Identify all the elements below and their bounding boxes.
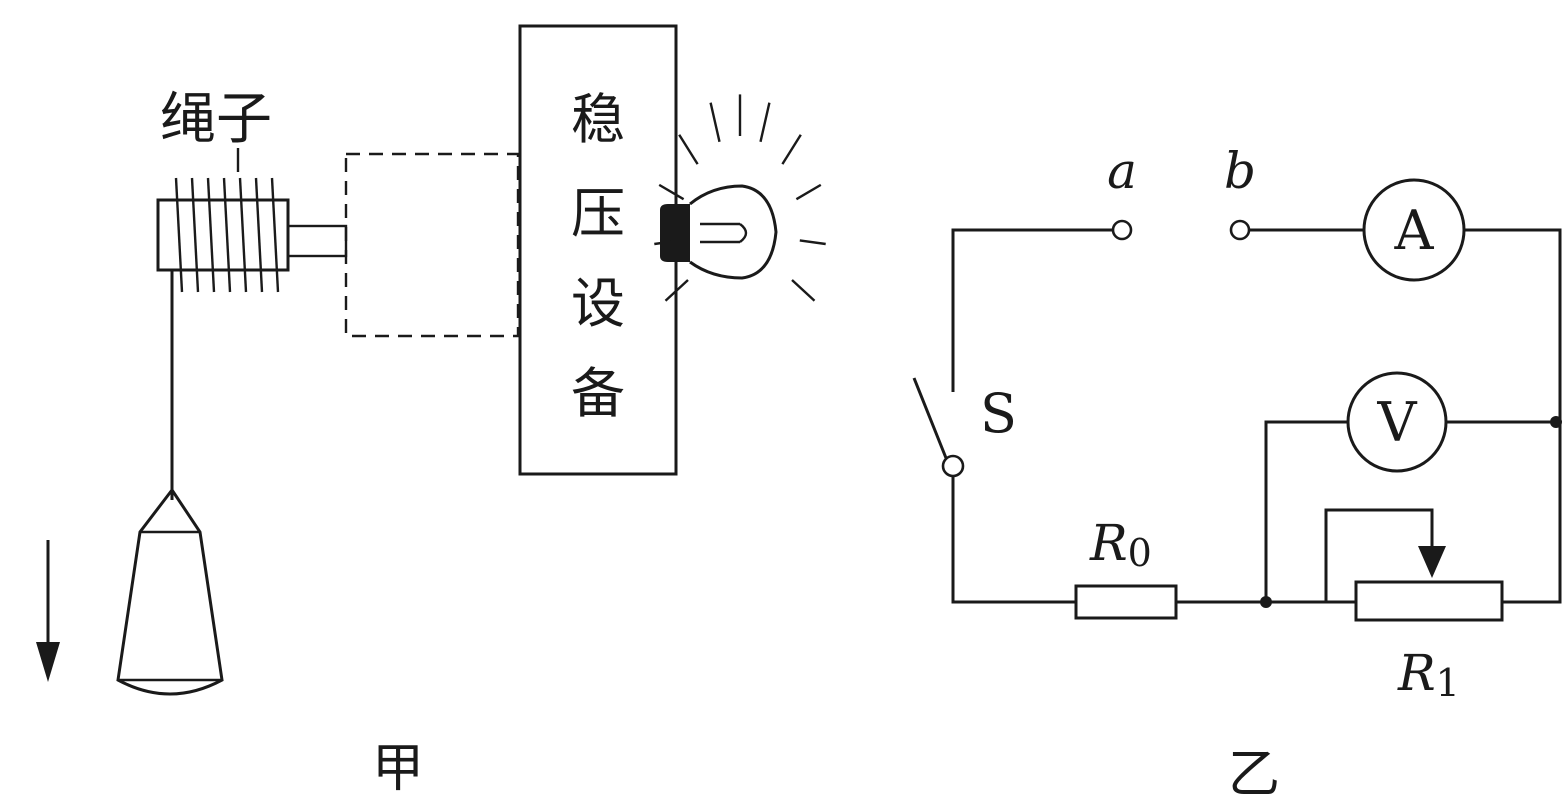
light-ray: [795, 183, 822, 201]
voltmeter-icon: V: [1346, 371, 1448, 473]
ammeter-icon: A: [1362, 178, 1466, 282]
light-ray: [799, 239, 826, 246]
junction-dot: [1260, 596, 1272, 608]
rope-winding: [222, 177, 232, 293]
slider-arrow-icon: [1418, 546, 1446, 578]
light-ray: [791, 279, 816, 302]
rheostat-r1: R1: [1354, 546, 1504, 705]
terminal-b-label: b: [1224, 142, 1256, 200]
figure-yi: a b A V S R0 R1: [912, 142, 1562, 805]
device-char-1: 稳: [571, 88, 625, 151]
light-ray: [658, 183, 685, 201]
r1-label: R1: [1397, 644, 1460, 705]
resistor-r0: R0: [1074, 514, 1178, 620]
downward-arrow-icon: [36, 540, 60, 682]
figure-jia: 绳子 稳 压 设 备: [36, 24, 826, 799]
device-char-4: 备: [571, 362, 625, 425]
light-ray: [781, 134, 802, 165]
r0-label: R0: [1089, 514, 1152, 575]
rope-winding: [238, 177, 248, 293]
dashed-box: [344, 152, 520, 338]
rope-winding: [190, 177, 200, 293]
light-bulb-icon: [654, 94, 826, 302]
rope-winding: [206, 177, 216, 293]
terminal-a-label: a: [1107, 142, 1137, 200]
terminal-a: [1111, 219, 1133, 241]
rope-winding: [254, 177, 264, 293]
voltmeter-symbol: V: [1377, 391, 1418, 454]
rope-label: 绳子: [160, 87, 272, 152]
caption-jia: 甲: [372, 739, 424, 799]
hanging-weight: [116, 487, 224, 696]
terminal-b: [1229, 219, 1251, 241]
wire-bottom-left: [951, 476, 1076, 604]
wire-right: [1464, 228, 1562, 604]
light-ray: [654, 239, 681, 246]
wire-slider: [1324, 508, 1434, 602]
light-rays: [654, 94, 826, 302]
caption-yi: 乙: [1228, 745, 1280, 805]
switch-s: S: [912, 377, 1017, 478]
device-char-2: 压: [571, 182, 625, 245]
rope-winding: [174, 177, 184, 293]
light-ray: [678, 134, 699, 165]
light-ray: [709, 102, 721, 143]
rope-coil: [174, 177, 280, 293]
light-ray: [664, 279, 689, 302]
ammeter-symbol: A: [1394, 199, 1435, 262]
device-char-3: 设: [571, 272, 625, 335]
rope-winding: [270, 177, 280, 293]
junction-dot: [1550, 416, 1562, 428]
circuit-wires: [951, 228, 1562, 604]
voltage-stabilizer-box: 稳 压 设 备: [518, 24, 678, 476]
wire-top-left: [951, 228, 1112, 392]
switch-label: S: [980, 382, 1017, 445]
light-ray: [759, 102, 771, 143]
generator-drum: [156, 177, 348, 293]
wire-to-voltmeter: [1264, 420, 1348, 602]
